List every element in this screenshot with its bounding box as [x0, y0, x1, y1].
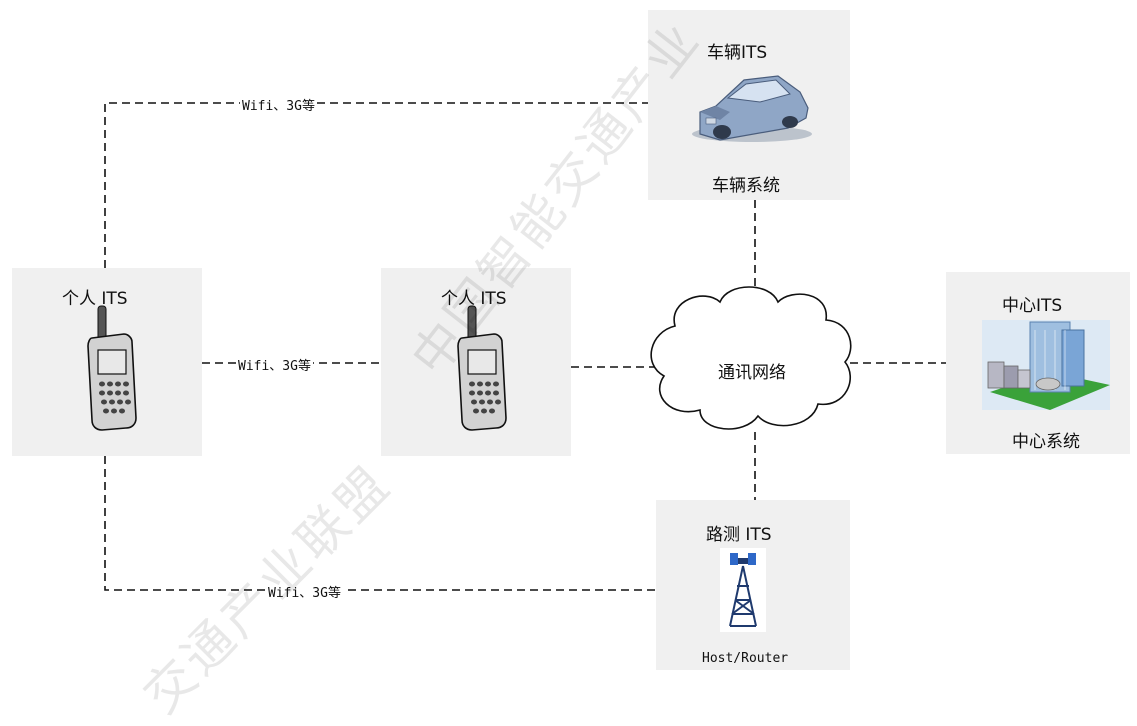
tower-icon [720, 548, 766, 632]
top-connection-label: Wifi、3G等 [240, 95, 317, 114]
vehicle-its-title: 车辆ITS [707, 43, 768, 63]
its-diagram [87, 75, 1110, 632]
network-cloud-icon [650, 286, 852, 430]
bottom-connection-label: Wifi、3G等 [266, 582, 343, 601]
host-router-caption: Host/Router [702, 651, 789, 666]
buildings-icon [982, 320, 1110, 410]
connector-left-vehicle [104, 102, 648, 268]
phone-icon-center [457, 305, 507, 431]
center-its-title: 中心ITS [1002, 296, 1063, 316]
personal-its-center-title: 个人 ITS [441, 289, 507, 309]
middle-connection-label: Wifi、3G等 [236, 355, 313, 374]
car-icon [692, 75, 812, 142]
phone-icon-left [87, 305, 137, 431]
vehicle-system-caption: 车辆系统 [712, 176, 780, 196]
network-label: 通讯网络 [718, 363, 786, 383]
roadside-its-title: 路测 ITS [706, 525, 772, 545]
personal-its-left-title: 个人 ITS [62, 289, 128, 309]
connector-left-roadside [104, 456, 656, 591]
center-system-caption: 中心系统 [1012, 432, 1080, 452]
